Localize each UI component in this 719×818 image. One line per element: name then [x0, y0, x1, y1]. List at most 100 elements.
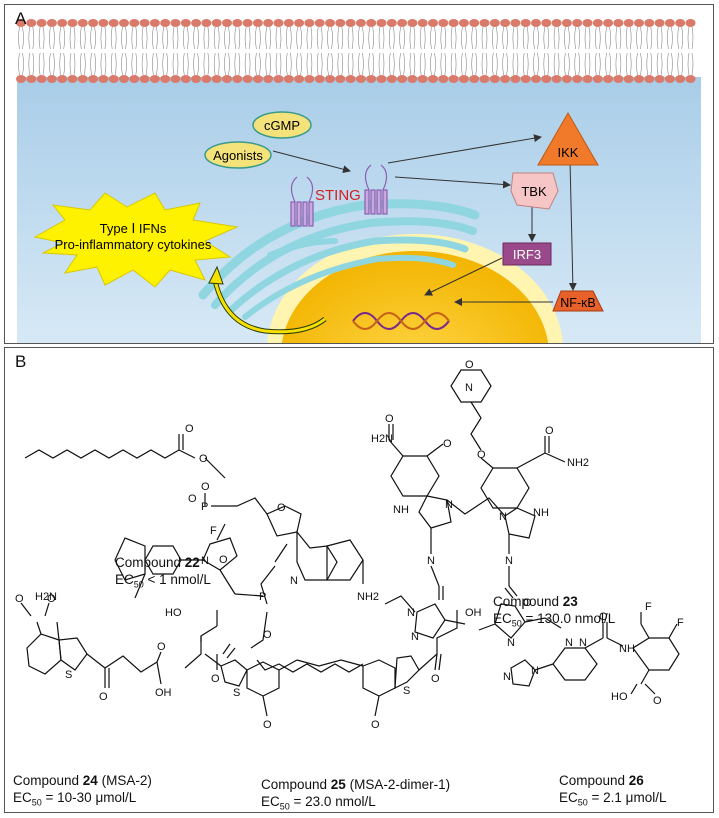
lipid-tail: [368, 52, 374, 76]
lipid-head: [489, 19, 500, 27]
c22-atom-o: O: [188, 493, 197, 505]
lipid-tail: [172, 52, 179, 76]
lipid-head: [201, 19, 212, 27]
lipid-head: [211, 19, 222, 27]
lipid-tail: [28, 26, 35, 50]
lipid-tail: [440, 52, 447, 76]
lipid-tail: [162, 52, 168, 76]
lipid-head: [191, 75, 202, 83]
lipid-head: [201, 75, 212, 83]
sting-pathway-diagram: STING cGMP Agonists IKK TBK IRF3 NF-κB: [16, 19, 701, 343]
lipid-tail: [358, 52, 364, 76]
compound-26-caption: Compound 26 EC50 = 2.1 μmol/L: [559, 772, 666, 812]
lipid-head: [304, 75, 315, 83]
lipid-tail: [203, 26, 210, 50]
sting-label: STING: [315, 187, 361, 204]
lipid-tail: [512, 26, 519, 50]
lipid-tail: [90, 52, 96, 76]
lipid-head: [36, 19, 47, 27]
nfkb-label: NF-κB: [560, 296, 595, 310]
lipid-head: [242, 75, 253, 83]
lipid-head: [273, 75, 284, 83]
lipid-head: [160, 19, 171, 27]
burst-line1: Type Ⅰ IFNs: [100, 221, 167, 236]
c23-atom-n: N: [505, 555, 513, 567]
lipid-head: [603, 75, 614, 83]
compound-structures: O O O P O O F N O H2N P N NH2 O: [15, 359, 684, 731]
c25-atom-o: O: [263, 719, 272, 731]
lipid-head: [613, 75, 624, 83]
lipid-tail: [255, 26, 261, 50]
lipid-tail: [389, 26, 395, 50]
lipid-head: [500, 75, 511, 83]
lipid-tail: [162, 26, 168, 50]
c22-atom-n: N: [201, 555, 209, 567]
lipid-head: [304, 19, 315, 27]
secretion-arrowhead: [208, 265, 224, 285]
lipid-head: [458, 19, 469, 27]
lipid-tail: [296, 26, 302, 50]
lipid-head: [551, 75, 562, 83]
lipid-head: [386, 75, 397, 83]
lipid-tail: [656, 52, 663, 76]
lipid-tail: [265, 26, 271, 50]
lipid-tail: [337, 26, 344, 50]
lipid-tail: [152, 26, 158, 50]
lipid-head: [623, 19, 634, 27]
lipid-head: [67, 19, 78, 27]
lipid-head: [335, 19, 346, 27]
lipid-tail: [461, 52, 467, 76]
compound-number: 22: [184, 555, 200, 570]
panel-a: STING cGMP Agonists IKK TBK IRF3 NF-κB: [4, 4, 714, 344]
lipid-tail: [656, 26, 663, 50]
lipid-head: [386, 19, 397, 27]
lipid-tail: [677, 26, 683, 50]
burst-line2: Pro-inflammatory cytokines: [55, 237, 212, 252]
lipid-head: [57, 75, 68, 83]
lipid-tail: [584, 52, 591, 76]
lipid-tail: [337, 52, 344, 76]
c23-atom-n: N: [427, 555, 435, 567]
c25-atom-s: S: [403, 685, 410, 697]
cgmp-label: cGMP: [264, 118, 300, 133]
cell-membrane: [16, 19, 696, 83]
compound-prefix: Compound: [493, 594, 563, 609]
lipid-head: [561, 19, 572, 27]
lipid-tail: [141, 26, 148, 50]
lipid-tail: [574, 26, 580, 50]
lipid-tail: [533, 26, 539, 50]
lipid-tail: [605, 26, 611, 50]
lipid-tail: [378, 52, 385, 76]
lipid-head: [479, 19, 490, 27]
c26-atom-n: N: [531, 665, 539, 677]
c23-atom-o: O: [545, 425, 554, 437]
lipid-head: [88, 19, 99, 27]
c25-atom-oh: OH: [465, 607, 482, 619]
lipid-head: [458, 75, 469, 83]
lipid-head: [685, 19, 696, 27]
lipid-head: [489, 75, 500, 83]
lipid-head: [510, 75, 521, 83]
lipid-tail: [595, 26, 601, 50]
ec-label: EC: [261, 794, 280, 809]
c23-atom-n: N: [407, 607, 415, 619]
c26-atom-o: O: [599, 611, 608, 623]
lipid-tail: [461, 26, 467, 50]
lipid-tail: [38, 52, 45, 76]
lipid-head: [129, 19, 140, 27]
ec-value: = 130.0 nmol/L: [521, 611, 616, 626]
lipid-tail: [399, 26, 405, 50]
c22-atom-o: O: [199, 453, 208, 465]
lipid-tail: [347, 26, 354, 50]
compound-25-caption: Compound 25 (MSA-2-dimer-1) EC50 = 23.0 …: [261, 776, 450, 816]
lipid-head: [623, 75, 634, 83]
lipid-tail: [49, 26, 55, 50]
lipid-head: [222, 19, 232, 27]
lipid-tail: [80, 52, 86, 76]
compound-number: 24: [82, 773, 98, 788]
lipid-tail: [69, 52, 76, 76]
lipid-head: [531, 19, 541, 27]
lipid-tail: [430, 26, 436, 50]
ec-label: EC: [13, 790, 32, 805]
ec-label: EC: [559, 790, 578, 805]
